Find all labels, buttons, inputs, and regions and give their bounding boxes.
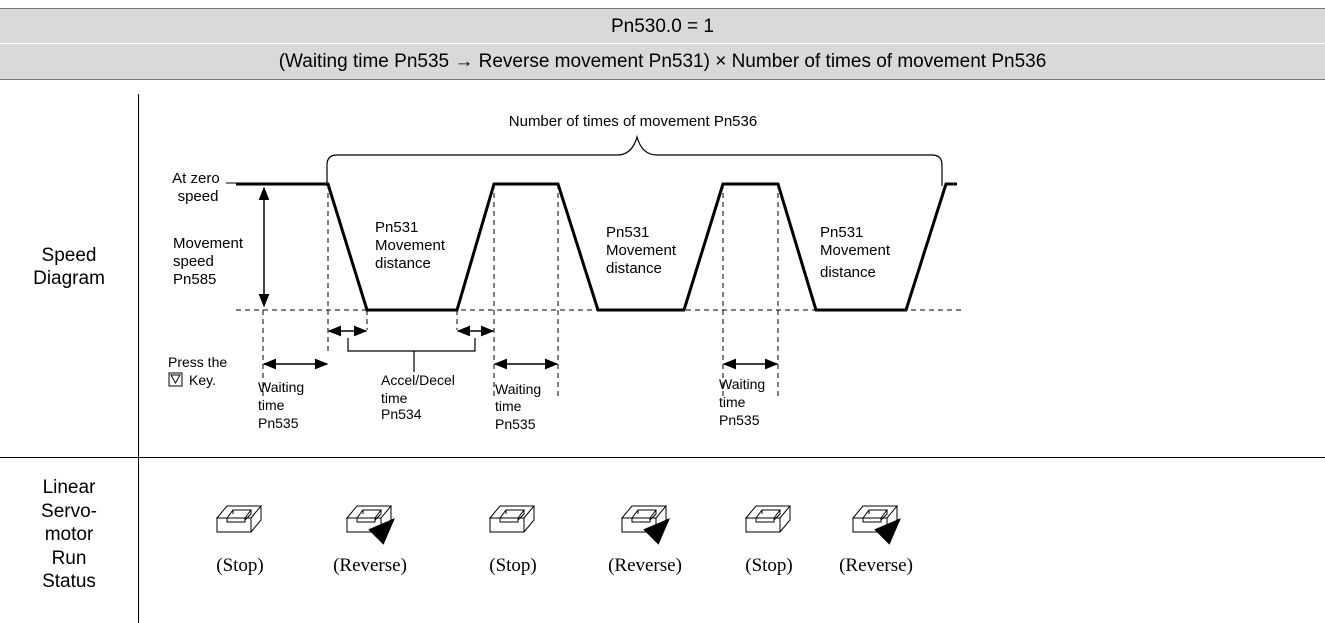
run-status-label: (Reverse)	[608, 555, 682, 576]
waiting-time-label: Waiting time Pn535	[258, 379, 308, 431]
accel-decel-label: Accel/Decel time Pn534	[381, 372, 459, 422]
count-label: Number of times of movement Pn536	[509, 113, 757, 130]
run-status-label: (Stop)	[745, 555, 793, 576]
servomotor-reverse-icon	[620, 505, 670, 545]
header-title: Pn530.0 = 1	[0, 8, 1325, 43]
row-label-line: Run	[51, 547, 87, 569]
reverse-arrow-icon	[643, 518, 670, 545]
run-status-label: (Reverse)	[839, 555, 913, 576]
row-label-speed-diagram: Speed Diagram	[0, 244, 138, 290]
segment-label: Pn531 Movement distance	[606, 224, 680, 277]
accel-decel-bracket	[347, 338, 476, 372]
row-label-line: Linear	[42, 477, 96, 498]
header-subtitle: (Waiting time Pn535 → Reverse movement P…	[0, 43, 1325, 80]
waiting-time-label: Waiting time Pn535	[495, 381, 545, 432]
count-brace	[326, 134, 943, 186]
servomotor-reverse-icon	[345, 505, 395, 545]
row-label-line: Status	[42, 571, 96, 592]
table-horizontal-divider	[0, 457, 1325, 458]
run-status-label: (Stop)	[216, 555, 264, 576]
run-status-label: (Stop)	[489, 555, 537, 576]
row-label-line: Speed	[41, 245, 97, 266]
segment-label: Pn531 Movement distance	[820, 224, 894, 281]
servomotor-stop-icon	[488, 505, 536, 533]
down-arrow-key-icon	[168, 372, 183, 387]
servomotor-stop-icon	[744, 505, 792, 533]
reverse-arrow-icon	[874, 518, 901, 545]
reverse-arrow-icon	[368, 518, 395, 545]
row-label-run-status: Linear Servo- motor Run Status	[0, 476, 138, 594]
table-vertical-divider	[138, 94, 139, 623]
run-status-label: (Reverse)	[333, 555, 407, 576]
servomotor-stop-icon	[215, 505, 263, 533]
waiting-time-label: Waiting time Pn535	[719, 376, 769, 428]
zero-speed-label: At zero speed	[172, 170, 224, 205]
movement-speed-label: Movement speed Pn585	[173, 235, 247, 288]
row-label-line: motor	[44, 524, 94, 545]
servomotor-reverse-icon	[851, 505, 901, 545]
servomotor-icons	[215, 505, 901, 545]
segment-label: Pn531 Movement distance	[375, 219, 449, 272]
row-label-line: Diagram	[33, 268, 105, 289]
time-markers	[262, 184, 779, 400]
speed-profile	[236, 182, 957, 312]
press-key-label: Press the Key.	[168, 354, 231, 388]
row-label-line: Servo-	[41, 500, 97, 522]
